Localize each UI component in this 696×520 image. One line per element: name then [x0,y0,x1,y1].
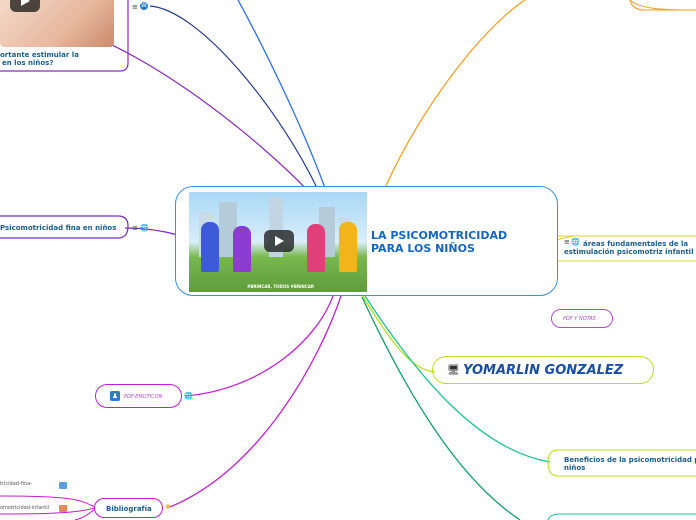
pdf-notas-node[interactable]: PDF Y NOTAS [551,309,613,328]
link-icon[interactable] [59,482,67,489]
fine-motor-node-outline [0,215,129,239]
menu-icon: ≡ [132,3,138,11]
question-node-label-2: en los niños? [2,59,54,67]
question-node-label-1: ortante estimular la [0,51,79,59]
central-video-thumbnail[interactable]: #BRINCAR, TODOS #BRINCAR [189,192,367,292]
question-video-thumbnail[interactable] [0,0,114,47]
branch-beneficios-green [364,295,551,463]
globe-icon[interactable]: 🌐 [571,238,580,246]
fine-motor-node-label[interactable]: Psicomotricidad fina en niños [0,224,117,232]
bib-link-1[interactable]: tricidad-fina- [0,481,32,487]
central-title: LA PSICOMOTRICIDAD PARA LOS NIÑOS [371,229,507,255]
pdf-emoticon-label: PDF-EMOTICON [124,394,163,400]
bottom-right-node-outline [547,513,696,520]
kid-figure [233,226,251,272]
video-caption: #BRINCAR, TODOS #BRINCAR [247,284,314,289]
author-label: YOMARLIN GONZALEZ [463,363,624,378]
central-title-line-2: PARA LOS NIÑOS [371,242,475,255]
computer-icon: 🖥 [447,365,460,376]
bibliografia-label: Bibliografía [106,505,152,513]
branch-top-right-orange [629,0,696,11]
branch-orange [384,0,526,189]
branch-fine-motor [124,227,179,236]
bibliografia-node[interactable]: Bibliografía [94,498,163,518]
branch-author-lime [361,294,436,373]
star-icon: ✱ [165,503,171,511]
bib-branch-2 [0,507,96,515]
branch-bibliografia [169,292,343,508]
beneficios-node-outline [547,449,696,477]
kid-figure [307,224,325,272]
play-button-icon[interactable] [10,0,40,12]
beneficios-node-label-1[interactable]: Beneficios de la psicomotricidad p [564,456,696,464]
areas-node-label-1[interactable]: áreas fundamentales de la [583,240,689,248]
bib-link-2[interactable]: omotricidad-infantil [0,505,50,511]
pdf-emoticon-node[interactable]: ♟ PDF-EMOTICON [95,384,182,408]
branch-pdf-emoticon [184,289,336,397]
globe-icon[interactable]: 🌐 [184,392,193,400]
play-button-icon[interactable] [264,230,294,252]
kid-figure [339,222,357,272]
wordpress-icon[interactable]: W [140,2,148,10]
person-icon: ♟ [110,391,120,401]
branch-bottom-green [361,296,521,520]
top-right-node-outline [629,0,696,11]
globe-icon[interactable]: 🌐 [140,224,149,232]
question-node-outline [0,0,129,72]
link-icon[interactable] [59,505,67,512]
branch-question-magenta [59,24,313,196]
branch-top-left-navy [149,5,319,191]
author-node[interactable]: 🖥 YOMARLIN GONZALEZ [432,356,654,384]
pdf-notas-label: PDF Y NOTAS [563,316,596,322]
branch-top-blue [237,0,326,189]
beneficios-node-label-2[interactable]: niños [564,464,586,472]
bib-branch-3 [74,508,96,520]
kid-figure [201,222,219,272]
bib-branch-1 [0,495,96,508]
menu-icon: ≡ [564,238,570,246]
menu-icon: ≡ [132,224,138,232]
central-title-line-1: LA PSICOMOTRICIDAD [371,229,508,242]
areas-node-label-2[interactable]: estimulación psicomotriz infantil [564,248,694,256]
